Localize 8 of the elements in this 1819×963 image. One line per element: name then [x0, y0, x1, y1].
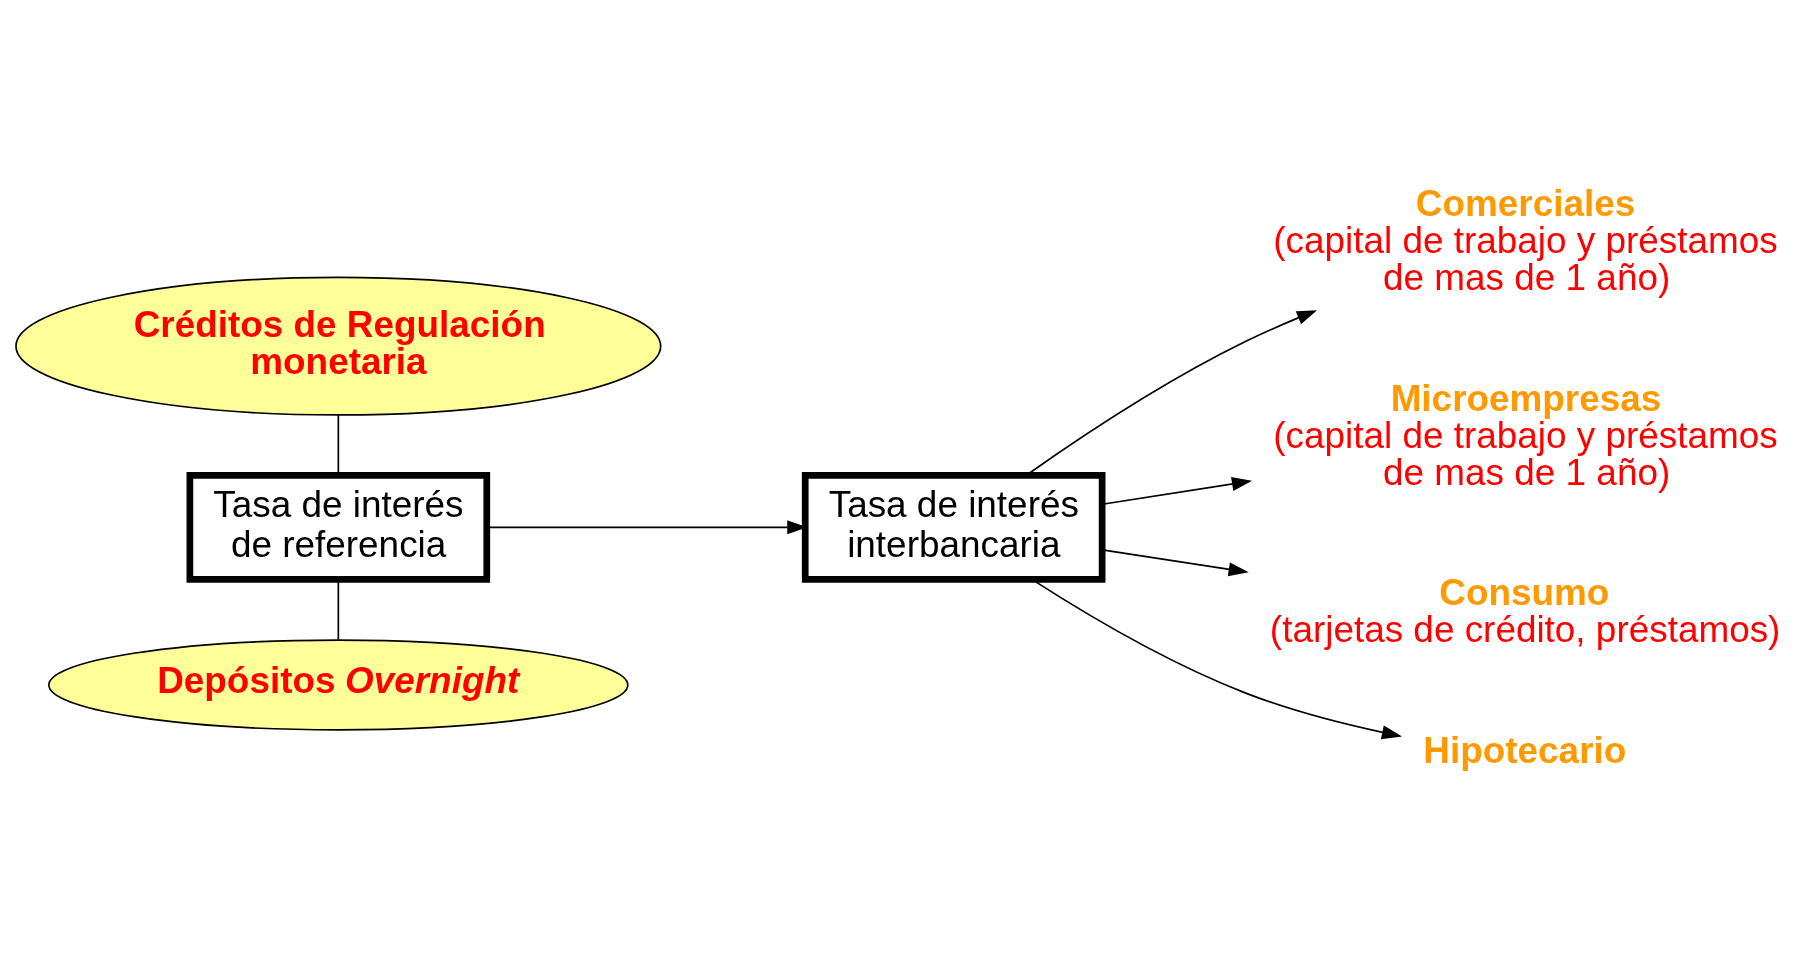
node-text: Consumo (tarjetas de crédito, préstamos) — [1269, 571, 1781, 650]
node-box: Tasa de interés de referencia — [186, 471, 491, 583]
node-text: Microempresas (capital de trabajo y préstamos de mas de 1 año) — [1273, 377, 1778, 493]
node-ellipse: Créditos de Regulación monetaria — [15, 276, 662, 416]
node-text: Hipotecario — [1423, 729, 1627, 771]
node-box: Tasa de interés interbancaria — [801, 471, 1106, 583]
node-text: Comerciales (capital de trabajo y préstamos de mas de 1 año) — [1273, 182, 1778, 298]
node-ellipse: Depósitos Overnight — [48, 638, 629, 731]
